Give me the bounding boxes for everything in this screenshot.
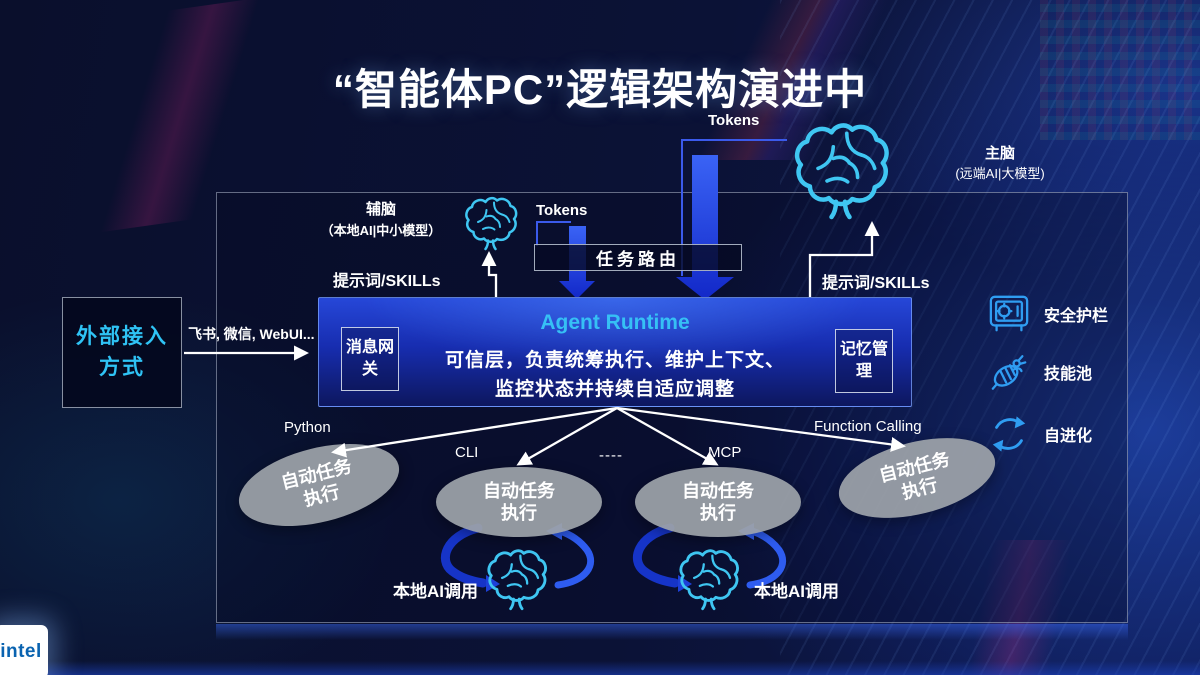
- recycle-icon: [992, 416, 1026, 452]
- external-access-label: 外部接入方式: [76, 325, 168, 379]
- protocol-mcp: MCP: [708, 444, 742, 461]
- capability-label: 安全护栏: [1044, 308, 1109, 325]
- tokens-label-aux: Tokens: [536, 202, 588, 219]
- agent-runtime-desc-2: 监控状态并持续自适应调整: [494, 379, 735, 400]
- task-node-label: 自动任务执行: [876, 448, 952, 503]
- main-brain-labels: 主脑 (远端AI|大模型): [920, 145, 1080, 182]
- protocol-function-calling: Function Calling: [814, 418, 922, 435]
- capability-label: 技能池: [1044, 366, 1093, 383]
- task-node-label: 自动任务执行: [278, 455, 354, 510]
- background-streak: [830, 540, 1200, 675]
- agent-runtime-box: Agent Runtime 可信层，负责统筹执行、维护上下文、 监控状态并持续自…: [318, 297, 912, 407]
- protocol-python: Python: [284, 419, 331, 436]
- capability-self-evolution: 自进化: [988, 413, 1092, 455]
- background-glow-band: [216, 624, 1128, 640]
- capability-label: 自进化: [1044, 428, 1093, 445]
- aux-brain-name: 辅脑: [365, 201, 396, 218]
- agent-runtime-title: Agent Runtime: [540, 311, 690, 334]
- background-mosaic: [1040, 0, 1200, 140]
- channels-label: 飞书, 微信, WebUI...: [188, 326, 315, 342]
- tokens-label-main: Tokens: [708, 112, 760, 129]
- local-ai-call-label-right: 本地AI调用: [754, 582, 839, 601]
- main-brain-subtitle: (远端AI|大模型): [955, 165, 1045, 181]
- task-node: 自动任务执行: [436, 467, 602, 537]
- task-node-label: 自动任务执行: [682, 480, 754, 524]
- intel-logo: intel: [0, 625, 48, 675]
- protocol-cli: CLI: [455, 444, 479, 461]
- prompt-skills-label-left: 提示词/SKILLs: [333, 273, 441, 290]
- message-gateway-box: 消息网关: [341, 327, 399, 391]
- main-brain-name: 主脑: [984, 145, 1015, 162]
- background-bottom-glow: [0, 661, 1200, 675]
- capability-guardrail: 安全护栏: [988, 293, 1108, 335]
- local-ai-call-label-left: 本地AI调用: [393, 582, 478, 601]
- intel-logo-text: intel: [0, 641, 42, 662]
- task-router-box: 任务路由: [534, 244, 742, 271]
- safe-icon: [989, 295, 1029, 332]
- prompt-skills-label-right: 提示词/SKILLs: [822, 275, 930, 292]
- aux-brain-labels: 辅脑 （本地AI|中小模型）: [296, 201, 466, 239]
- aux-brain-subtitle: （本地AI|中小模型）: [320, 222, 442, 238]
- protocol-more-dashes: ----: [599, 447, 623, 464]
- agent-runtime-desc-1: 可信层，负责统筹执行、维护上下文、: [444, 350, 785, 371]
- slide-title: “智能体PC”逻辑架构演进中: [332, 66, 868, 113]
- capability-skill-pool: 技能池: [988, 351, 1092, 393]
- bee-icon: [991, 355, 1027, 390]
- external-access-box: 外部接入方式: [62, 297, 182, 408]
- memory-management-box: 记忆管理: [835, 329, 893, 393]
- task-node: 自动任务执行: [635, 467, 801, 537]
- background-streak: [560, 0, 1020, 160]
- task-node-label: 自动任务执行: [483, 480, 555, 524]
